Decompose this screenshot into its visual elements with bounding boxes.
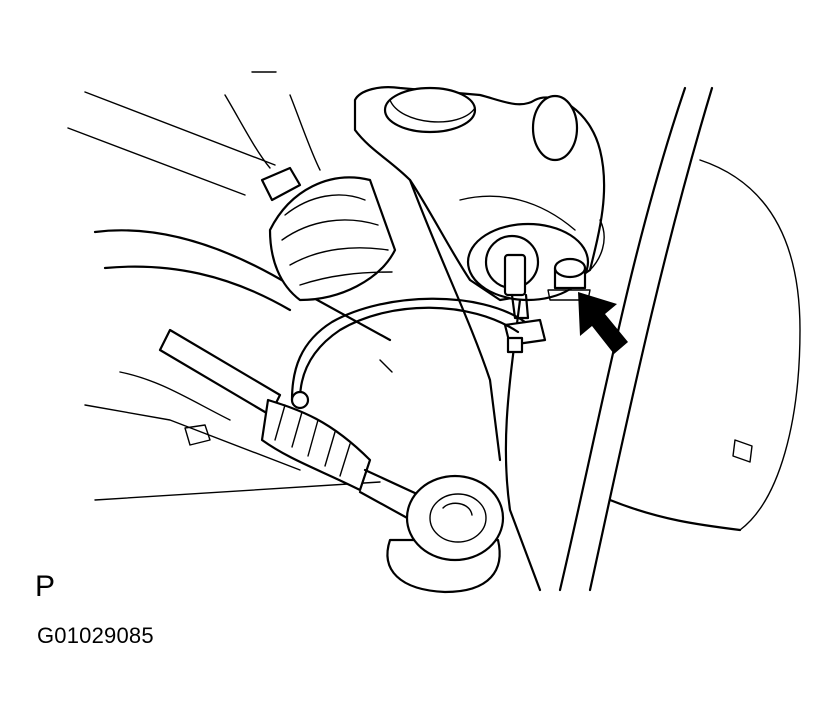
cv-boot [260,166,397,302]
sensor-wire [290,297,527,410]
tie-rod [158,328,432,527]
sensor-bolt [547,257,591,301]
figure-code-label: G01029085 [37,623,154,648]
lower-ball-joint [386,474,505,594]
frame-lines [67,71,392,501]
arrow-pointer-icon [578,292,628,354]
view-marker-label: P [35,570,56,603]
